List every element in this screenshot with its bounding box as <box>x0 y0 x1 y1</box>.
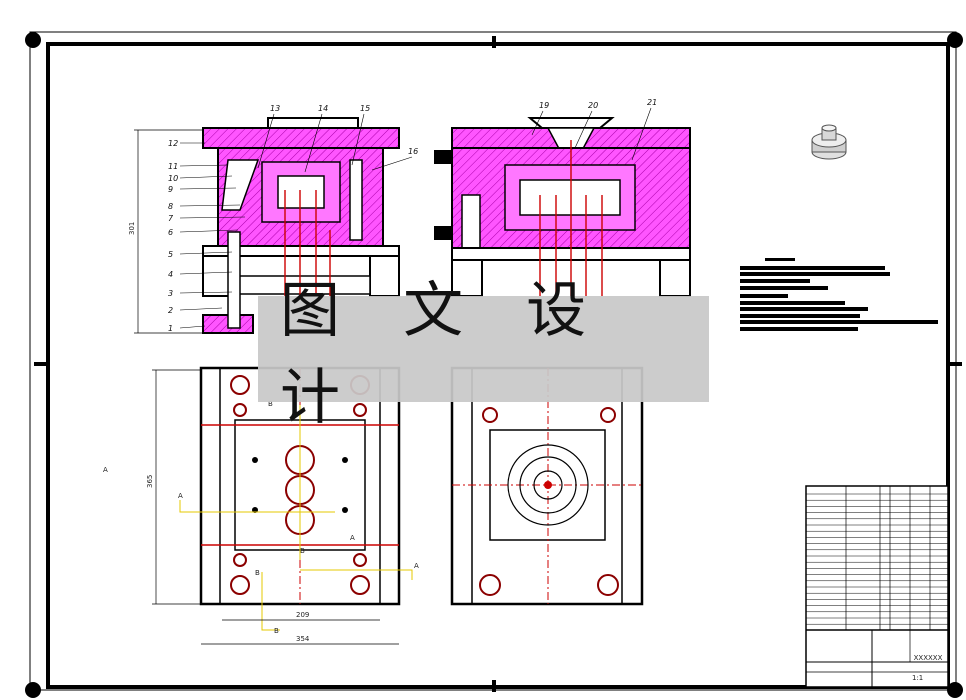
plan-view-fixed-half <box>450 366 644 606</box>
dimension-lines <box>134 129 399 645</box>
front-section-view <box>202 117 400 334</box>
part-label-15: 15 <box>360 104 370 113</box>
part-label-4: 4 <box>168 270 173 279</box>
part-label-7: 7 <box>168 214 174 223</box>
section-mark-a: A <box>414 562 419 570</box>
part-label-2: 2 <box>168 306 173 315</box>
leader-lines <box>179 107 652 329</box>
drawing-number: XXXXXX <box>914 654 943 662</box>
section-mark-b: B <box>300 547 305 555</box>
part-label-21: 21 <box>647 98 657 107</box>
part-label-1: 1 <box>168 324 173 333</box>
part-3d-thumbnail <box>811 124 847 160</box>
section-mark-a: A <box>350 534 355 542</box>
dim-width-inner: 209 <box>296 611 309 619</box>
part-label-6: 6 <box>168 228 173 237</box>
technical-notes <box>740 258 938 331</box>
dim-height-section: 301 <box>128 222 136 235</box>
part-label-3: 3 <box>168 289 173 298</box>
section-mark-a: A <box>178 492 183 500</box>
part-label-16: 16 <box>408 147 418 156</box>
drawing-scale: 1:1 <box>912 674 923 682</box>
part-label-10: 10 <box>168 174 178 183</box>
part-label-20: 20 <box>588 101 598 110</box>
part-label-8: 8 <box>168 202 173 211</box>
part-label-13: 13 <box>270 104 280 113</box>
plan-view-moving-half <box>179 366 413 631</box>
dim-height-plan: 365 <box>146 475 154 488</box>
side-section-view <box>434 117 691 297</box>
part-label-11: 11 <box>168 162 178 171</box>
part-label-19: 19 <box>539 101 549 110</box>
part-label-9: 9 <box>168 185 173 194</box>
title-block: XXXXXX 1:1 <box>806 629 948 687</box>
part-label-5: 5 <box>168 250 173 259</box>
part-label-14: 14 <box>318 104 328 113</box>
bill-of-materials <box>805 485 949 688</box>
watermark-text: 图 文 设 计 <box>280 276 609 433</box>
section-mark-b: B <box>255 569 260 577</box>
drawing-frame <box>25 31 963 698</box>
section-markers: A A A A B B B B <box>103 400 419 635</box>
section-mark-b: B <box>268 400 273 408</box>
section-mark-a: A <box>103 466 108 474</box>
dim-width-outer: 354 <box>296 635 310 643</box>
watermark-banner: 图 文 设 计 <box>258 276 709 433</box>
section-mark-b: B <box>274 627 279 635</box>
part-label-12: 12 <box>168 139 178 148</box>
